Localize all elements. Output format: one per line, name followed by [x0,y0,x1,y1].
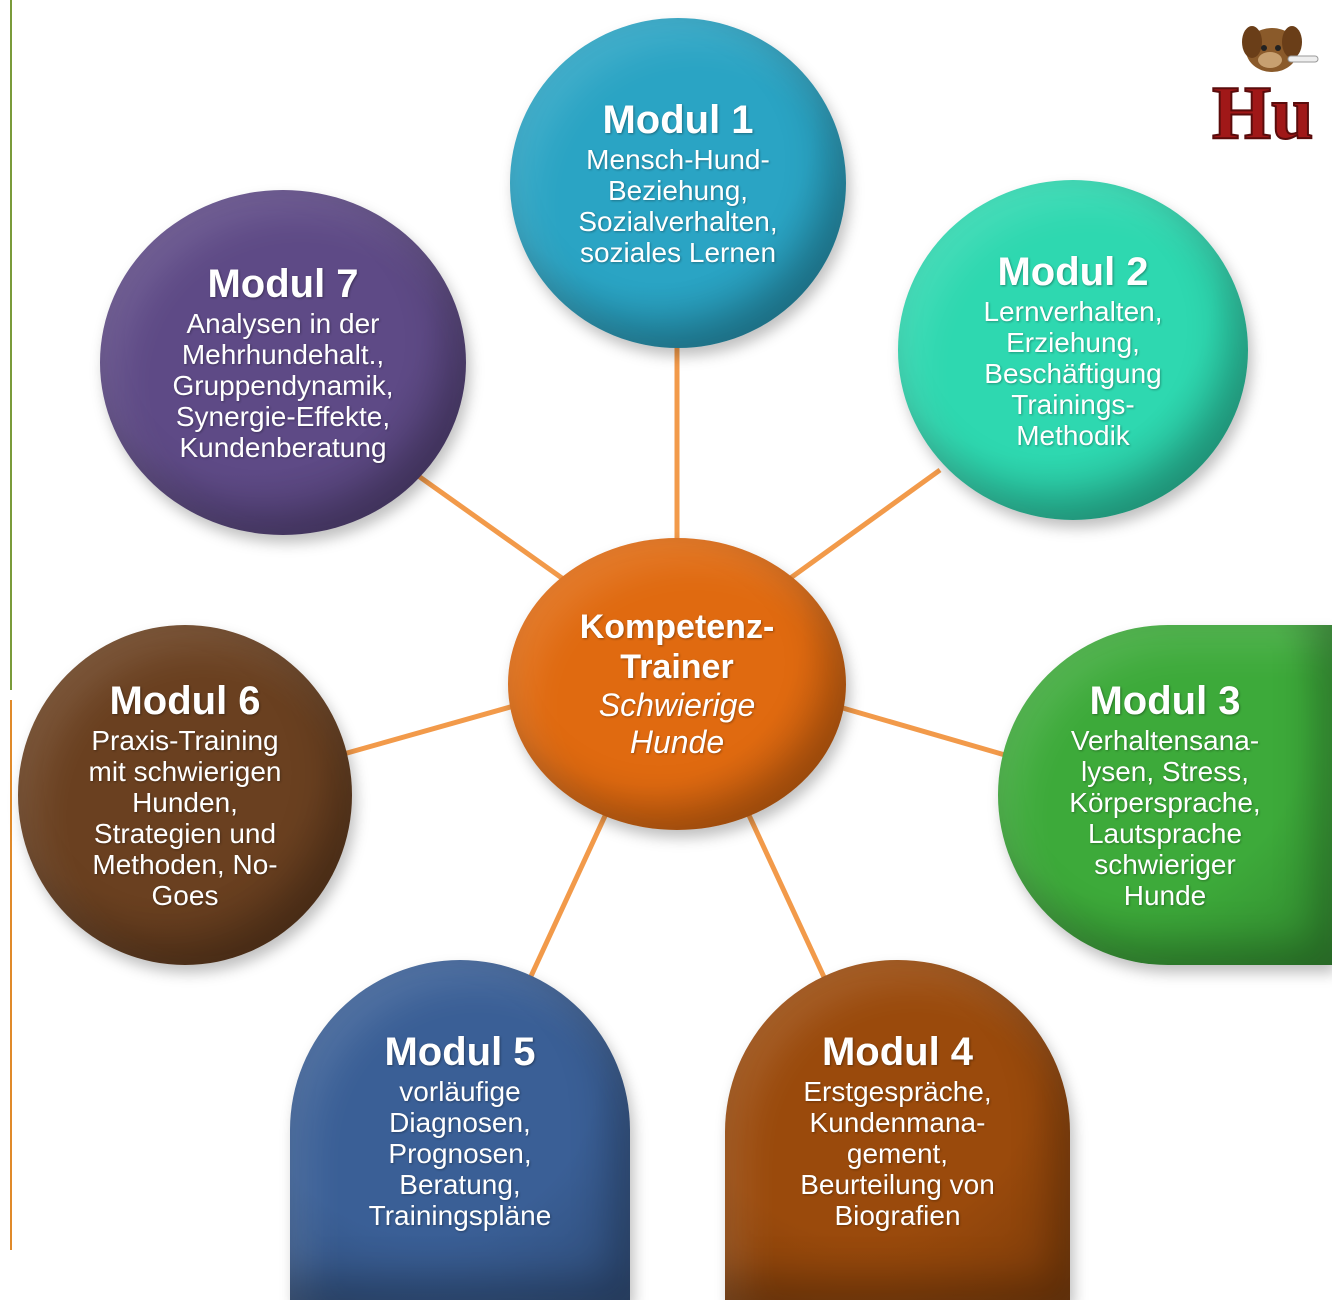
modul-5-line: Prognosen, [388,1137,532,1169]
modul-3-line: Körpersprache, [1069,787,1261,818]
modul-6-line: mit schwierigen [88,756,282,787]
modul-5-node: Modul 5 vorläufige Diagnosen, Prognosen,… [290,960,630,1300]
modul-7-title: Modul 7 [207,262,359,306]
modul-6-title: Modul 6 [109,679,261,723]
modul-3-line: Lautsprache [1087,818,1243,849]
modul-3-line: Hunde [1123,880,1207,911]
modul-6-line: Goes [151,880,219,911]
center-node: Kompetenz- Trainer Schwierige Hunde [508,538,846,830]
modul-7-line: Analysen in der [186,308,380,339]
modul-1-line: soziales Lernen [579,237,777,268]
modul-4-title: Modul 4 [821,1029,974,1074]
center-subtitle-line-1: Schwierige [598,687,756,723]
modul-4-line: gement, [846,1137,949,1169]
center-title-line-2: Trainer [620,648,734,686]
left-border-green [0,0,12,690]
modul-2-line: Lernverhalten, [983,295,1163,327]
modul-2-node: Modul 2 Lernverhalten, Erziehung, Beschä… [898,180,1248,520]
center-title-line-1: Kompetenz- [579,608,775,646]
modul-1-node: Modul 1 Mensch-Hund- Beziehung, Sozialve… [510,18,846,348]
modul-7-line: Mehrhundehalt., [181,339,385,370]
modul-2-line: Beschäftigung [984,357,1162,389]
modul-5-line: Beratung, [399,1168,521,1200]
modul-3-node: Modul 3 Verhaltensana- lysen, Stress, Kö… [998,625,1332,965]
modul-4-line: Beurteilung von [800,1168,995,1200]
modul-4-line: Kundenmana- [809,1106,986,1138]
modul-3-line: schwieriger [1094,849,1236,880]
modul-3-line: lysen, Stress, [1080,756,1250,787]
modul-4-line: Erstgespräche, [803,1075,992,1107]
modul-6-line: Praxis-Training [91,725,279,756]
modul-2-line: Methodik [1016,419,1130,451]
modul-1-line: Mensch-Hund- [586,144,770,175]
modul-5-line: Diagnosen, [389,1106,531,1138]
center-subtitle-line-2: Hunde [629,724,725,760]
modul-2-line: Trainings- [1011,388,1135,420]
modul-6-line: Hunden, [132,787,238,818]
dog-logo-icon: Hu [1211,26,1319,150]
modul-5-line: vorläufige [399,1075,521,1107]
modul-3-line: Verhaltensana- [1070,725,1260,756]
logo-text: Hu [1212,71,1313,150]
modul-7-line: Kundenberatung [179,432,387,463]
modul-5-title: Modul 5 [384,1029,536,1074]
modul-3-title: Modul 3 [1089,679,1241,723]
modul-4-line: Biografien [834,1199,961,1231]
modul-2-title: Modul 2 [997,249,1149,294]
left-border-orange [0,700,12,1250]
modul-2-line: Erziehung, [1006,326,1140,358]
modul-7-line: Gruppendynamik, [172,370,394,401]
modul-5-line: Trainingspläne [368,1199,552,1231]
modul-1-title: Modul 1 [602,98,754,142]
modul-6-line: Strategien und [93,818,277,849]
modul-7-line: Synergie-Effekte, [175,401,391,432]
modul-6-node: Modul 6 Praxis-Training mit schwierigen … [18,625,352,965]
modul-4-node: Modul 4 Erstgespräche, Kundenmana- gemen… [725,960,1070,1300]
modul-6-line: Methoden, No- [92,849,278,880]
modul-7-node: Modul 7 Analysen in der Mehrhundehalt., … [100,190,466,535]
modul-1-line: Sozialverhalten, [578,206,778,237]
modul-1-line: Beziehung, [607,175,749,206]
